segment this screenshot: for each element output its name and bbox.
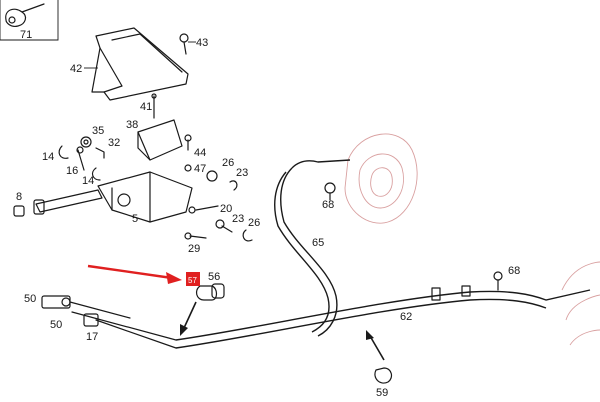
highlighted-part-number: 57 [188,276,197,285]
label-14a: 14 [42,151,54,163]
red-pointer-arrow [87,264,182,284]
black-arrow-to-equalizer [180,301,197,336]
lower-hardware: 20 23 26 29 [184,203,260,255]
label-41: 41 [140,101,152,113]
label-65: 65 [312,237,324,249]
equalizer-50-17: 50 50 17 [24,293,177,349]
cable-65: 68 65 [274,159,351,337]
part-41-pin: 41 [140,93,157,119]
label-14b: 14 [82,175,94,187]
label-62: 62 [400,311,412,323]
label-8: 8 [16,191,22,203]
black-arrow-to-cable-62 [366,330,385,361]
part-59-clip: 59 [374,367,393,399]
label-35: 35 [92,125,104,137]
label-20: 20 [220,203,232,215]
label-47: 47 [194,163,206,175]
label-23a: 23 [236,167,248,179]
part-43-screw: 43 [179,33,208,55]
part-42-bracket: 42 [70,27,189,101]
label-17: 17 [86,331,98,343]
label-32: 32 [108,137,120,149]
label-26a: 26 [222,157,234,169]
label-71: 71 [20,29,32,41]
brake-disc-ghost [344,133,600,346]
label-29: 29 [188,243,200,255]
label-26b: 26 [248,217,260,229]
small-hardware-group: 35 32 14 16 14 [42,125,120,187]
highlighted-part-marker: 57 [186,272,200,286]
label-68a: 68 [322,199,334,211]
label-38: 38 [126,119,138,131]
label-50b: 50 [50,319,62,331]
label-44: 44 [194,147,206,159]
label-42: 42 [70,63,82,75]
upper-right-hardware: 44 47 26 23 [184,134,248,191]
label-43: 43 [196,37,208,49]
label-68b: 68 [508,265,520,277]
cable-62: 68 62 [175,265,591,349]
label-56: 56 [208,271,220,283]
label-50a: 50 [24,293,36,305]
label-23b: 23 [232,213,244,225]
label-16: 16 [66,165,78,177]
part-71-inset: 71 [0,0,59,41]
label-59: 59 [376,387,388,399]
label-5: 5 [132,213,138,225]
part-5-lever-assembly: 5 8 [13,171,193,225]
part-56-clip: 56 [195,271,225,301]
part-38-cover: 38 [126,119,183,161]
